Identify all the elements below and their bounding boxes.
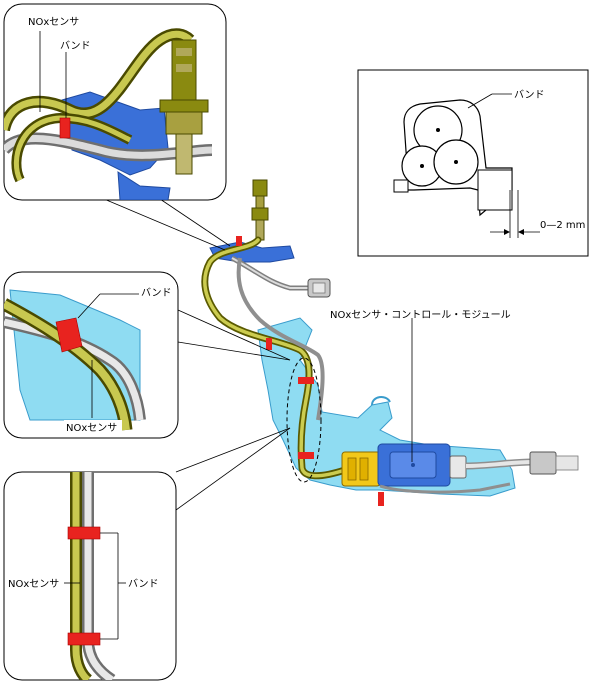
output-plug [529, 451, 557, 475]
module-label-group: NOxセンサ・コントロール・モジュール [330, 309, 511, 462]
gray-cable-main [236, 257, 325, 421]
band-main-mid [298, 377, 314, 384]
band-main-low [298, 452, 314, 459]
module-label: NOxセンサ・コントロール・モジュール [330, 309, 511, 321]
leader-callout2-a [177, 309, 291, 361]
callout2-band-label: バンド [141, 287, 172, 299]
leader-callout1-b [159, 198, 231, 247]
nox-control-module [377, 443, 451, 487]
band-highlight-ellipse [286, 357, 322, 483]
panel-hook [371, 396, 391, 406]
callout-bottom-left: NOxセンサ バンド [3, 471, 177, 681]
sensor-probe-top [251, 179, 269, 241]
band-main-bottom [378, 492, 384, 506]
leader-callout3-b [175, 427, 291, 511]
callout3-sensor-label: NOxセンサ [8, 578, 59, 590]
callout2-sensor-label: NOxセンサ [66, 422, 117, 434]
leader-callout1-a [103, 198, 226, 251]
band-top-bracket [236, 236, 242, 246]
main-assembly [201, 179, 579, 506]
detail-gap-label: 0—2 mm [540, 220, 585, 231]
band-callout3-upper [67, 526, 101, 540]
leader-callout2-b [177, 341, 291, 361]
callout1-sensor-label: NOxセンサ [28, 16, 79, 28]
band-callout3-lower [67, 632, 101, 646]
callout-middle-left: バンド NOxセンサ [3, 271, 179, 439]
callout1-band-label: バンド [60, 40, 91, 52]
callout-top-left: NOxセンサ バンド [3, 3, 227, 201]
callout3-band-label: バンド [128, 578, 159, 590]
sensor-harness [203, 238, 347, 478]
band-callout2 [55, 317, 83, 353]
module-connector-yellow [341, 451, 381, 487]
detail-band-label: バンド [514, 89, 545, 101]
detail-box: 0—2 mm バンド [357, 69, 589, 257]
leader-callout3-a [175, 427, 291, 473]
band-main-upper [266, 338, 272, 350]
module-connector-white [449, 455, 467, 479]
band-callout1 [59, 117, 71, 139]
